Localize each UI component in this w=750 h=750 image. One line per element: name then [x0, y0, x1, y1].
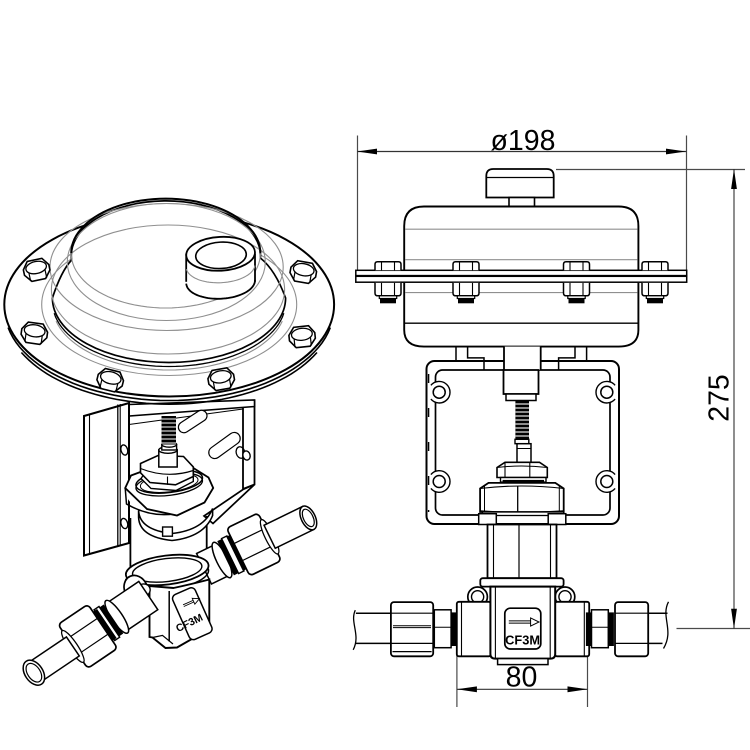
svg-text:80: 80: [506, 662, 538, 694]
svg-text:CF3M: CF3M: [505, 633, 540, 648]
svg-text:ø198: ø198: [491, 125, 556, 157]
svg-text:275: 275: [704, 374, 736, 422]
